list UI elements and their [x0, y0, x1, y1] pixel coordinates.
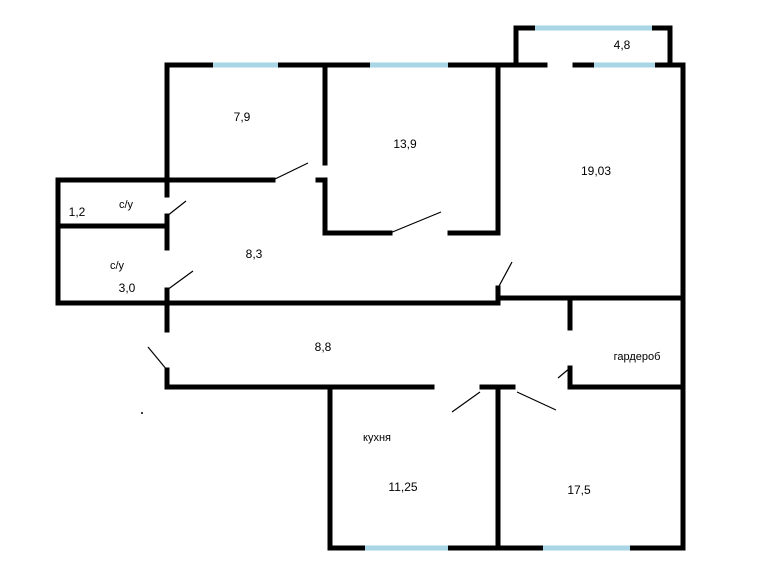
label-room-13-9: 13,9	[393, 137, 417, 151]
door-room-17-5	[516, 391, 557, 411]
doors	[141, 162, 571, 414]
label-wardrobe: гардероб	[614, 351, 661, 363]
label-bath-1-area: 1,2	[69, 205, 86, 219]
label-room-19-03: 19,03	[581, 164, 611, 178]
wall-kitchen	[327, 384, 501, 551]
wall-wardrobe-left-bottom	[567, 365, 686, 390]
label-kitchen-area: 11,25	[388, 480, 417, 494]
label-room-7-9: 7,9	[234, 110, 251, 124]
door-wardrobe	[557, 367, 571, 379]
door-bath-2	[166, 270, 194, 291]
wall-room-19-03-right	[572, 62, 686, 388]
label-balcony: 4,8	[614, 38, 631, 52]
door-entrance	[147, 346, 168, 371]
windows	[213, 25, 655, 551]
room-labels: 7,9 13,9 19,03 4,8 с/у 1,2 с/у 3,0 8,3 8…	[69, 38, 661, 497]
wall-room-13-9-left	[322, 177, 393, 236]
label-hall-lower: 8,8	[315, 340, 332, 354]
label-bath-1: с/у	[119, 199, 134, 211]
door-kitchen	[451, 391, 481, 413]
wall-hall-top	[164, 295, 501, 306]
dot-mark	[141, 412, 143, 414]
label-kitchen-name: кухня	[363, 432, 391, 444]
door-room-7-9	[272, 162, 309, 181]
walls	[55, 25, 686, 551]
wall-room-17-5	[495, 384, 686, 551]
label-bath-2-area: 3,0	[119, 281, 136, 295]
label-hall-upper: 8,3	[246, 247, 263, 261]
label-room-17-5: 17,5	[567, 483, 591, 497]
door-room-19-03	[497, 261, 513, 289]
wall-balcony	[513, 25, 673, 63]
label-bath-2: с/у	[110, 260, 125, 272]
wall-hall-left-bottom	[164, 367, 435, 390]
door-room-13-9	[389, 211, 442, 234]
wall-bath-outer	[55, 177, 170, 306]
door-bath-1	[166, 200, 187, 217]
